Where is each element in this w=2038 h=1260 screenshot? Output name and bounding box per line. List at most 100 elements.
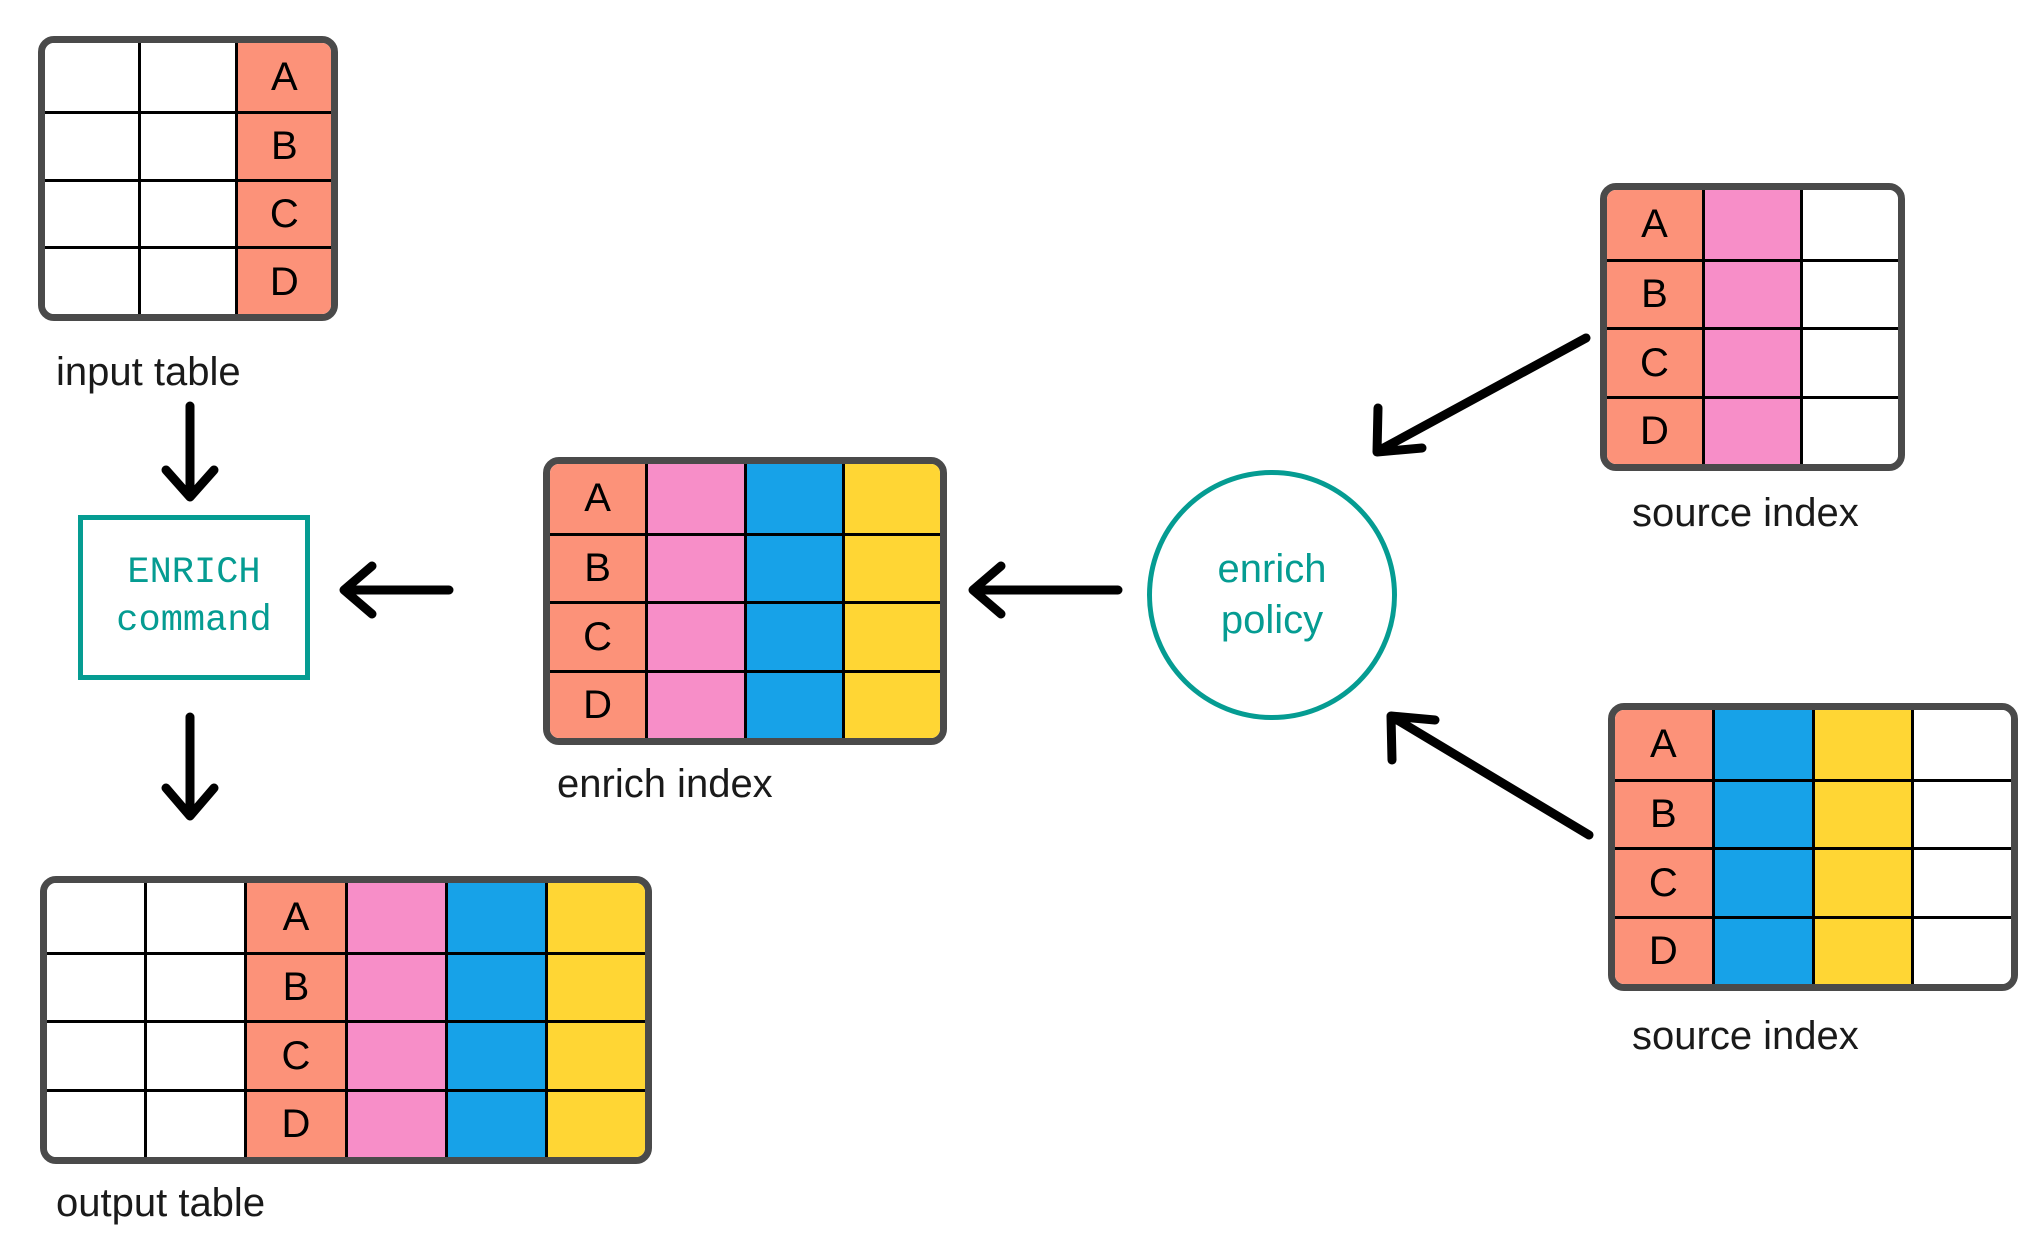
table-cell [344, 951, 445, 1020]
table-row: C [47, 1020, 645, 1089]
table-cell: A [1607, 190, 1702, 259]
table-row: A [550, 464, 940, 533]
table-cell [841, 601, 940, 670]
table-cell [1911, 778, 2011, 847]
table-row: C [1615, 847, 2011, 916]
table-cell [47, 1020, 145, 1089]
table-cell: C [244, 1020, 345, 1089]
table-cell [1711, 710, 1812, 779]
table-cell [47, 951, 145, 1020]
table-cell: D [234, 246, 331, 314]
table-cell [138, 178, 235, 247]
table-cell [444, 1020, 545, 1089]
table-row: D [45, 246, 331, 314]
table-cell: C [550, 601, 646, 670]
table-cell: A [550, 464, 646, 533]
table-cell: C [1607, 327, 1702, 396]
table-cell [1911, 915, 2011, 984]
table-cell [138, 246, 235, 314]
table-row: B [1607, 258, 1898, 327]
table-cell [344, 1020, 445, 1089]
enrich-policy-line2: policy [1220, 598, 1324, 642]
table-cell [1702, 190, 1800, 259]
enrich-index-caption: enrich index [557, 762, 773, 806]
table-cell [1800, 190, 1898, 259]
table-cell [47, 883, 145, 952]
table-cell [1911, 847, 2011, 916]
table-row: A [47, 883, 645, 952]
table-row: C [550, 601, 940, 670]
table-cell [1911, 710, 2011, 779]
table-cell [645, 532, 744, 601]
table-cell: D [1615, 915, 1712, 984]
table-cell [144, 1020, 245, 1089]
enrich-command-box[interactable]: ENRICH command [78, 515, 310, 680]
enrich-policy-line1: enrich [1217, 546, 1327, 591]
table-cell [743, 532, 842, 601]
table-cell [1800, 327, 1898, 396]
arrow-command-to-output [161, 712, 219, 821]
table-cell [1711, 915, 1812, 984]
table-cell: D [1607, 395, 1702, 464]
enrich-command-line1: ENRICH [127, 552, 261, 595]
table-cell: B [1615, 778, 1712, 847]
table-cell: D [244, 1088, 345, 1157]
enrich-policy-circle[interactable]: enrich policy [1147, 470, 1397, 720]
table-cell: B [550, 532, 646, 601]
table-cell [645, 464, 744, 533]
table-cell [45, 43, 139, 111]
table-cell [841, 532, 940, 601]
table-cell [138, 43, 235, 111]
table-cell [1811, 778, 1912, 847]
table-row: D [1607, 395, 1898, 464]
table-cell [1811, 847, 1912, 916]
table-cell [743, 669, 842, 738]
table-cell [444, 1088, 545, 1157]
table-cell [144, 1088, 245, 1157]
table-cell [544, 1088, 645, 1157]
table-cell [544, 883, 645, 952]
table-cell [743, 464, 842, 533]
table-cell [743, 601, 842, 670]
table-cell [344, 883, 445, 952]
table-cell [144, 883, 245, 952]
table-cell: B [234, 110, 331, 179]
arrow-policy-to-enrich-index [968, 561, 1123, 619]
table-cell: A [244, 883, 345, 952]
table-row: C [45, 178, 331, 247]
table-cell [1702, 327, 1800, 396]
table-row: D [47, 1088, 645, 1157]
table-row: B [1615, 778, 2011, 847]
input-table-caption: input table [56, 350, 241, 394]
table-cell [645, 669, 744, 738]
table-row: A [1607, 190, 1898, 259]
table-cell [1702, 258, 1800, 327]
enrich-command-line2: command [116, 599, 272, 642]
table-cell: A [1615, 710, 1712, 779]
table-cell [444, 883, 545, 952]
source-index-bottom-caption: source index [1632, 1014, 1859, 1058]
arrow-source-index-bottom-to-policy [1386, 711, 1594, 840]
table-cell [1702, 395, 1800, 464]
table-cell: A [234, 43, 331, 111]
table-cell [841, 669, 940, 738]
table-cell: C [234, 178, 331, 247]
table-cell [1800, 258, 1898, 327]
arrow-enrich-index-to-command [339, 561, 454, 619]
table-cell [344, 1088, 445, 1157]
table-cell [1711, 778, 1812, 847]
table-cell [645, 601, 744, 670]
table-cell [444, 951, 545, 1020]
table-row: A [45, 43, 331, 111]
table-cell [544, 951, 645, 1020]
table-row: B [45, 110, 331, 179]
table-cell: B [1607, 258, 1702, 327]
table-row: A [1615, 710, 2011, 779]
source-index-top-caption: source index [1632, 491, 1859, 535]
table-row: B [47, 951, 645, 1020]
